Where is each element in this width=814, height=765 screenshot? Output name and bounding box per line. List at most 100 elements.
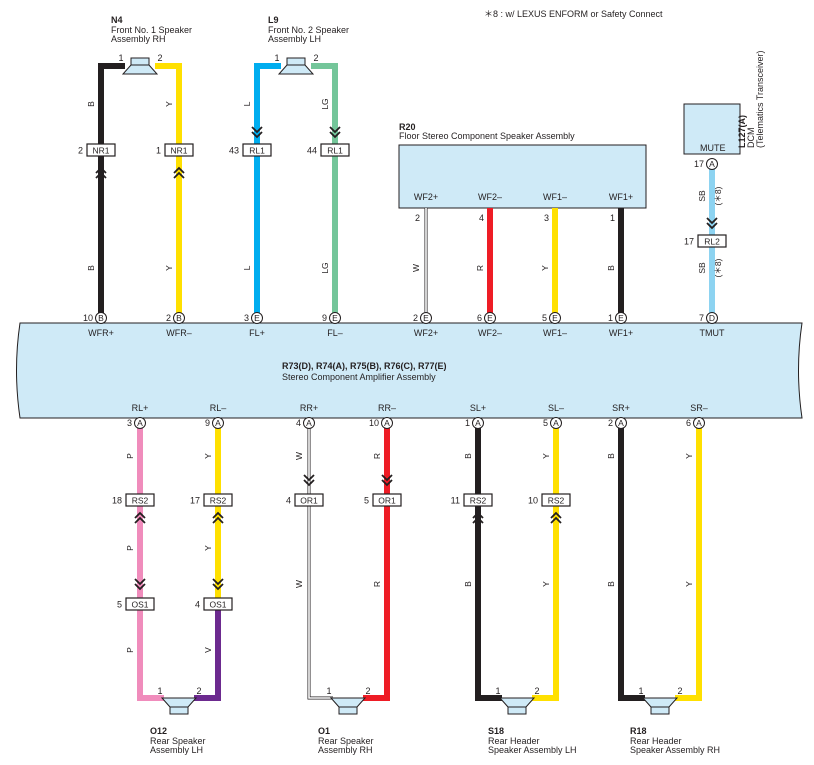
connector-or1-b-label: OR1 bbox=[378, 495, 396, 505]
amp-top-pin-8: TMUT bbox=[700, 328, 725, 338]
terminal-amp-bottom-7-letter: A bbox=[696, 418, 702, 428]
s18-pin1: 1 bbox=[495, 686, 500, 696]
o1-pin1: 1 bbox=[326, 686, 331, 696]
terminal-amp-top-0-circle bbox=[95, 312, 107, 324]
terminal-amp-top-7-letter: E bbox=[618, 313, 624, 323]
terminal-amp-bottom-1-letter: A bbox=[215, 418, 221, 428]
wire-code-l9-l-top: L bbox=[242, 101, 252, 106]
terminal-amp-bottom-4-number: 1 bbox=[465, 418, 470, 428]
speaker-l9 bbox=[277, 57, 315, 75]
o12-pin1: 1 bbox=[157, 686, 162, 696]
amp-bottom-pin-2: RR+ bbox=[300, 403, 318, 413]
terminal-amp-top-1-number: 2 bbox=[166, 313, 171, 323]
wire-code-o12-p-low: P bbox=[125, 647, 135, 653]
terminal-amp-bottom-2-circle bbox=[303, 417, 315, 429]
wire-r18-y bbox=[675, 428, 702, 701]
wire-code-star8-bot: (＊8) bbox=[713, 258, 723, 277]
connector-or1-a-label: OR1 bbox=[300, 495, 318, 505]
terminal-amp-bottom-3-circle bbox=[381, 417, 393, 429]
r20-box bbox=[398, 144, 647, 209]
connector-rs2-a-number: 18 bbox=[112, 495, 122, 505]
r20-pin-name-0: WF2+ bbox=[414, 192, 438, 202]
terminal-amp-bottom-1-circle bbox=[212, 417, 224, 429]
chevron-nr1-right bbox=[173, 166, 185, 174]
speaker-o12-magnet bbox=[169, 706, 189, 715]
terminal-amp-top-5-number: 6 bbox=[477, 313, 482, 323]
speaker-r18-magnet bbox=[650, 706, 670, 715]
wire-code-bottom-upper-6: B bbox=[606, 453, 616, 459]
chevron-rl1-right bbox=[329, 131, 341, 139]
wire-code-l9-lg-bot: LG bbox=[320, 262, 330, 273]
connector-rs2-b-box bbox=[203, 493, 233, 507]
wire-code-o12-v-low: V bbox=[203, 647, 213, 653]
wire-code-r18-b-low: B bbox=[606, 581, 616, 587]
amp-bottom-pin-7: SR– bbox=[690, 403, 708, 413]
terminal-amp-top-7-circle bbox=[615, 312, 627, 324]
amp-top-pin-5: WF2– bbox=[478, 328, 502, 338]
terminal-amp-top-3-number: 9 bbox=[322, 313, 327, 323]
wire-code-sb-bot: SB bbox=[697, 262, 707, 274]
wire-code-r18-y-low: Y bbox=[684, 581, 694, 587]
connector-nr1-a-label: NR1 bbox=[92, 145, 109, 155]
r18-name1: Rear Header bbox=[630, 736, 682, 746]
connector-rs2-a-label: RS2 bbox=[132, 495, 149, 505]
r20-pin-number-1: 4 bbox=[479, 213, 484, 223]
terminal-amp-bottom-2-letter: A bbox=[306, 418, 312, 428]
l9-name1: Front No. 2 Speaker bbox=[268, 25, 349, 35]
dcm-pin-mute: MUTE bbox=[700, 143, 726, 153]
amp-top-pin-6: WF1– bbox=[543, 328, 567, 338]
amp-bottom-pin-0: RL+ bbox=[132, 403, 149, 413]
connector-rs2-b-label: RS2 bbox=[210, 495, 227, 505]
connector-rl1-a-number: 43 bbox=[229, 145, 239, 155]
wire-code-n4-y-bot: Y bbox=[164, 265, 174, 271]
connector-nr1-b-box bbox=[164, 143, 194, 157]
wire-r18-b bbox=[618, 428, 645, 701]
connector-os1-a-number: 5 bbox=[117, 599, 122, 609]
terminal-amp-top-5-circle bbox=[484, 312, 496, 324]
connector-nr1-a-box bbox=[86, 143, 116, 157]
terminal-amp-top-7-number: 1 bbox=[608, 313, 613, 323]
connector-rs2-c-label: RS2 bbox=[470, 495, 487, 505]
connector-os1-a-box bbox=[125, 597, 155, 611]
wire-s18-y bbox=[532, 428, 559, 701]
speaker-l9-cone bbox=[277, 64, 315, 75]
terminal-amp-top-0-number: 10 bbox=[83, 313, 93, 323]
o12-name2: Assembly LH bbox=[150, 745, 203, 755]
connector-rl1-b-label: RL1 bbox=[327, 145, 343, 155]
o1-pin2: 2 bbox=[365, 686, 370, 696]
speaker-s18 bbox=[498, 697, 536, 715]
speaker-o12 bbox=[160, 697, 198, 715]
n4-ref: N4 bbox=[111, 15, 123, 25]
amp-top-pin-0: WFR+ bbox=[88, 328, 114, 338]
chevron-rs2-o12-p bbox=[134, 516, 146, 524]
wire-code-s18-y-low: Y bbox=[541, 581, 551, 587]
wire-code-bottom-upper-0: P bbox=[125, 453, 135, 459]
footnote-text: ＊8 : w/ LEXUS ENFORM or Safety Connect bbox=[484, 9, 663, 19]
speaker-o12-cone bbox=[160, 697, 198, 708]
chevron-nr1-right bbox=[173, 171, 185, 179]
terminal-amp-top-4-circle bbox=[420, 312, 432, 324]
wire-l9-l bbox=[254, 63, 281, 316]
wire-n4-y bbox=[155, 63, 182, 316]
connector-rs2-d-number: 10 bbox=[528, 495, 538, 505]
l9-pin2: 2 bbox=[313, 53, 318, 63]
wire-code-s18-b-low: B bbox=[463, 581, 473, 587]
dcm-label: L127(A) DCM (Telematics Transceiver) bbox=[737, 50, 765, 148]
terminal-amp-top-8-letter: D bbox=[709, 313, 715, 323]
r20-name: Floor Stereo Component Speaker Assembly bbox=[399, 131, 575, 141]
connector-rs2-c-number: 11 bbox=[451, 495, 460, 505]
r18-name2: Speaker Assembly RH bbox=[630, 745, 720, 755]
amp-top-pin-4: WF2+ bbox=[414, 328, 438, 338]
wire-o1-w bbox=[308, 428, 333, 699]
r20-pin-name-1: WF2– bbox=[478, 192, 502, 202]
terminal-amp-bottom-1-number: 9 bbox=[205, 418, 210, 428]
speaker-s18-cone bbox=[498, 697, 536, 708]
terminal-amp-top-4-number: 2 bbox=[413, 313, 418, 323]
chevron-rs2-s18-b bbox=[472, 511, 484, 519]
connector-nr1-a-number: 2 bbox=[78, 145, 83, 155]
connector-os1-b-label: OS1 bbox=[209, 599, 226, 609]
amplifier-ref: R73(D), R74(A), R75(B), R76(C), R77(E) bbox=[282, 361, 447, 371]
connector-or1-b-box bbox=[372, 493, 402, 507]
wire-o1-w-outline bbox=[307, 428, 333, 700]
chevron-os1-p bbox=[134, 578, 146, 586]
